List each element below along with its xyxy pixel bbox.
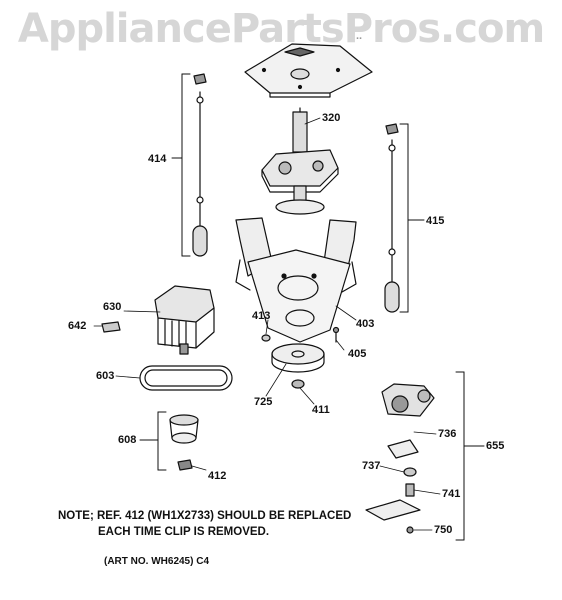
callout-725: 725 [254, 396, 273, 408]
mounting-base [235, 217, 357, 343]
drive-belt [139, 365, 233, 391]
callout-414: 414 [148, 153, 167, 165]
pulley-nut [291, 379, 305, 389]
callout-750: 750 [434, 524, 453, 536]
callout-630: 630 [103, 301, 122, 313]
clip [177, 459, 193, 471]
pump-bracket [387, 439, 419, 459]
callout-405: 405 [348, 348, 367, 360]
transmission [261, 107, 339, 215]
art-number: (ART NO. WH6245) C4 [104, 556, 210, 567]
callout-415: 415 [426, 215, 445, 227]
callout-top-cover: .. [356, 30, 363, 42]
replacement-note: NOTE; REF. 412 (WH1X2733) SHOULD BE REPL… [58, 508, 351, 540]
suspension-rod-right [384, 123, 400, 313]
pulley [271, 343, 325, 373]
callout-655: 655 [486, 440, 505, 452]
callout-736: 736 [438, 428, 457, 440]
callout-403: 403 [356, 318, 375, 330]
callout-412: 412 [208, 470, 227, 482]
tub-cover [244, 43, 373, 98]
motor [154, 285, 215, 355]
callout-320: 320 [322, 112, 341, 124]
callout-741: 741 [442, 488, 461, 500]
note-line-1: NOTE; REF. 412 (WH1X2733) SHOULD BE REPL… [58, 510, 352, 522]
pump-screw [406, 526, 414, 534]
motor-connector [101, 321, 121, 333]
callout-608: 608 [118, 434, 137, 446]
note-line-2: EACH TIME CLIP IS REMOVED. [98, 526, 270, 538]
callout-737: 737 [362, 460, 381, 472]
pump-assembly [381, 383, 435, 417]
pump-coupling [403, 467, 417, 477]
pump-mount-plate [365, 499, 421, 521]
washer [261, 334, 271, 342]
callout-603: 603 [96, 370, 115, 382]
clutch-assembly [169, 414, 199, 444]
callout-411: 411 [312, 404, 330, 416]
suspension-rod-left [192, 73, 208, 257]
watermark: AppliancePartsPros.com [17, 6, 545, 52]
callout-642: 642 [68, 320, 87, 332]
callout-413: 413 [252, 310, 271, 322]
pump-pin [405, 483, 415, 497]
